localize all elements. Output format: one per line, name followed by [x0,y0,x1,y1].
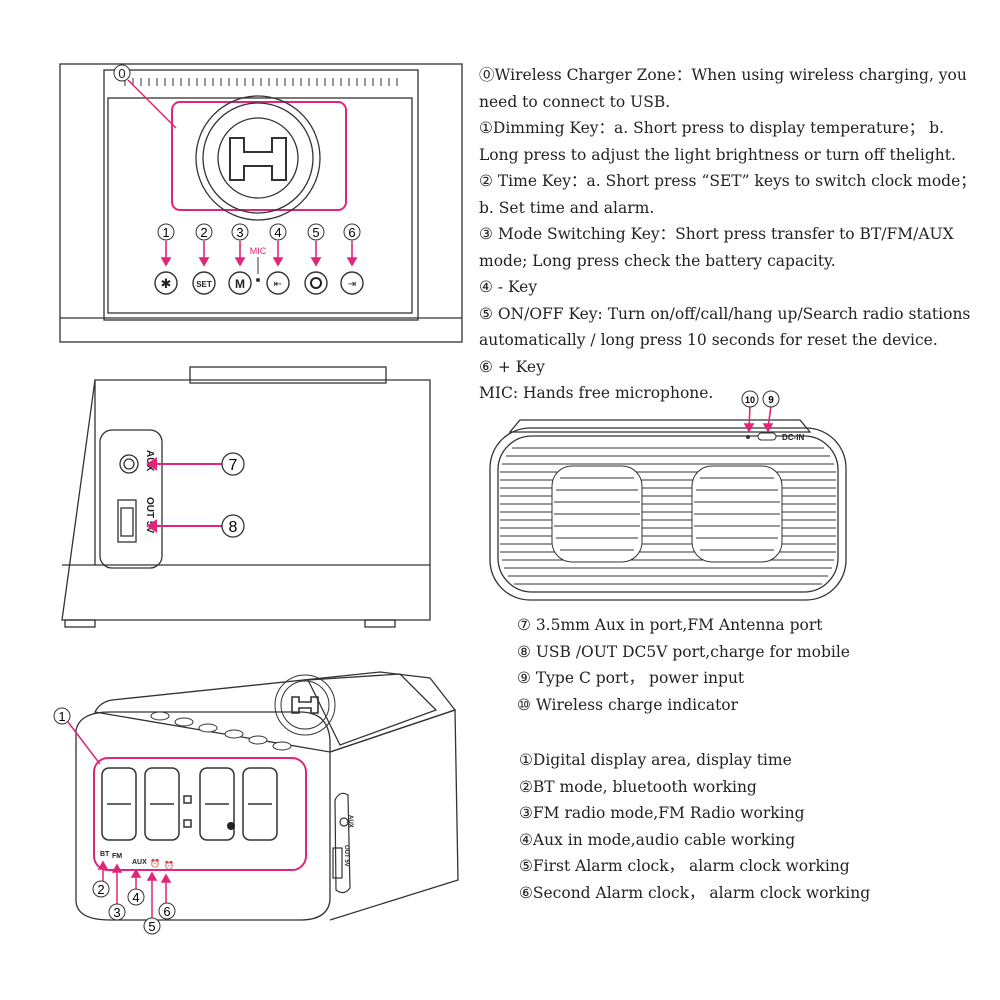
aux-indicator-label: AUX [132,859,147,866]
port-line: ⑧ USB /OUT DC5V port,charge for mobile [517,642,850,661]
mic-label: MIC [250,246,267,256]
alarm1-icon: ⏰ [150,858,160,868]
front-number-3: 3 [113,905,120,920]
key-line: ③ Mode Switching Key：Short press transfe… [479,225,954,243]
aux-port-label: AUX [144,450,155,471]
dc-in-label: DC-IN [782,433,804,442]
front-number-6: 6 [163,904,170,919]
next-icon: ⇥ [348,279,356,290]
front-number-4: 4 [132,890,139,905]
plus-key [340,271,364,295]
dimming-key [154,271,178,295]
front-view-diagram: BT FM AUX ⏰ ⏰ AUX OUT 5V 1 2 3 4 5 6 [53,671,459,935]
power-ring-icon [310,277,322,289]
display-descriptions: ①Digital display area, display time ②BT … [519,747,870,906]
back-view-diagram: DC-IN 10 9 [489,390,847,601]
key-line: ④ - Key [479,278,538,296]
key-number-3: 3 [236,225,243,240]
zone-number: 0 [118,66,125,81]
key-line: b. Set time and alarm. [479,198,655,217]
previous-icon: ⇤ [274,279,282,290]
key-line: ② Time Key：a. Short press “SET” keys to … [479,172,976,190]
key-line: ⓪Wireless Charger Zone：When using wirele… [479,66,967,84]
display-line: ②BT mode, bluetooth working [519,777,757,796]
front-number-1: 1 [58,709,65,724]
port-line: ⑨ Type C port， power input [517,669,745,687]
mode-text: M [235,277,245,291]
time-set-key [192,271,216,295]
side-out-label: OUT 5V [343,845,349,867]
digital-display-area [93,757,307,871]
top-view-diagram: 0 1 2 3 4 5 6 MIC ✱ SET M ⇤ ⇥ [59,63,463,343]
display-line: ①Digital display area, display time [519,751,792,769]
display-line: ⑥Second Alarm clock， alarm clock working [519,883,871,902]
key-number-4: 4 [274,225,281,240]
port-number-7: 7 [229,457,238,474]
port-line: ⑦ 3.5mm Aux in port,FM Antenna port [517,616,823,634]
display-line: ③FM radio mode,FM Radio working [519,804,805,822]
side-view-diagram: AUX OUT 5V 7 8 [61,366,431,628]
wireless-charger-zone [171,101,347,211]
key-number-1: 1 [162,225,169,240]
key-callouts: 1 2 3 4 5 6 [157,223,361,241]
port-number-10: 10 [745,395,755,405]
front-number-5: 5 [148,919,155,934]
key-number-2: 2 [200,225,207,240]
type-c-port [757,432,777,441]
key-line: ①Dimming Key：a. Short press to display t… [479,119,945,137]
mode-key [228,271,252,295]
front-number-2: 2 [97,882,104,897]
key-line: ⑤ ON/OFF Key: Turn on/off/call/hang up/S… [479,304,971,323]
key-line: Long press to adjust the light brightnes… [479,145,956,164]
minus-key [266,271,290,295]
power-key [304,271,328,295]
alarm2-icon: ⏰ [164,860,174,870]
key-descriptions: ⓪Wireless Charger Zone：When using wirele… [479,62,976,407]
fm-indicator-label: FM [112,853,122,860]
dimming-icon: ✱ [161,276,172,291]
port-line: ⑩ Wireless charge indicator [517,695,739,714]
key-number-6: 6 [348,225,355,240]
key-line: automatically / long press 10 seconds fo… [479,331,938,349]
port-number-8: 8 [229,519,238,536]
key-line: MIC: Hands free microphone. [479,384,714,402]
port-descriptions: ⑦ 3.5mm Aux in port,FM Antenna port ⑧ US… [517,612,850,718]
key-number-5: 5 [312,225,319,240]
key-line: ⑥ + Key [479,357,545,376]
key-line: mode; Long press check the battery capac… [479,251,836,270]
usb-port-label: OUT 5V [144,497,155,533]
port-number-9: 9 [768,395,774,406]
key-line: need to connect to USB. [479,92,671,111]
bt-indicator-label: BT [100,851,110,858]
side-aux-label: AUX [347,815,353,828]
display-line: ④Aux in mode,audio cable working [519,830,796,849]
set-text: SET [196,280,212,289]
key-buttons [154,271,364,295]
display-line: ⑤First Alarm clock， alarm clock working [519,857,850,875]
